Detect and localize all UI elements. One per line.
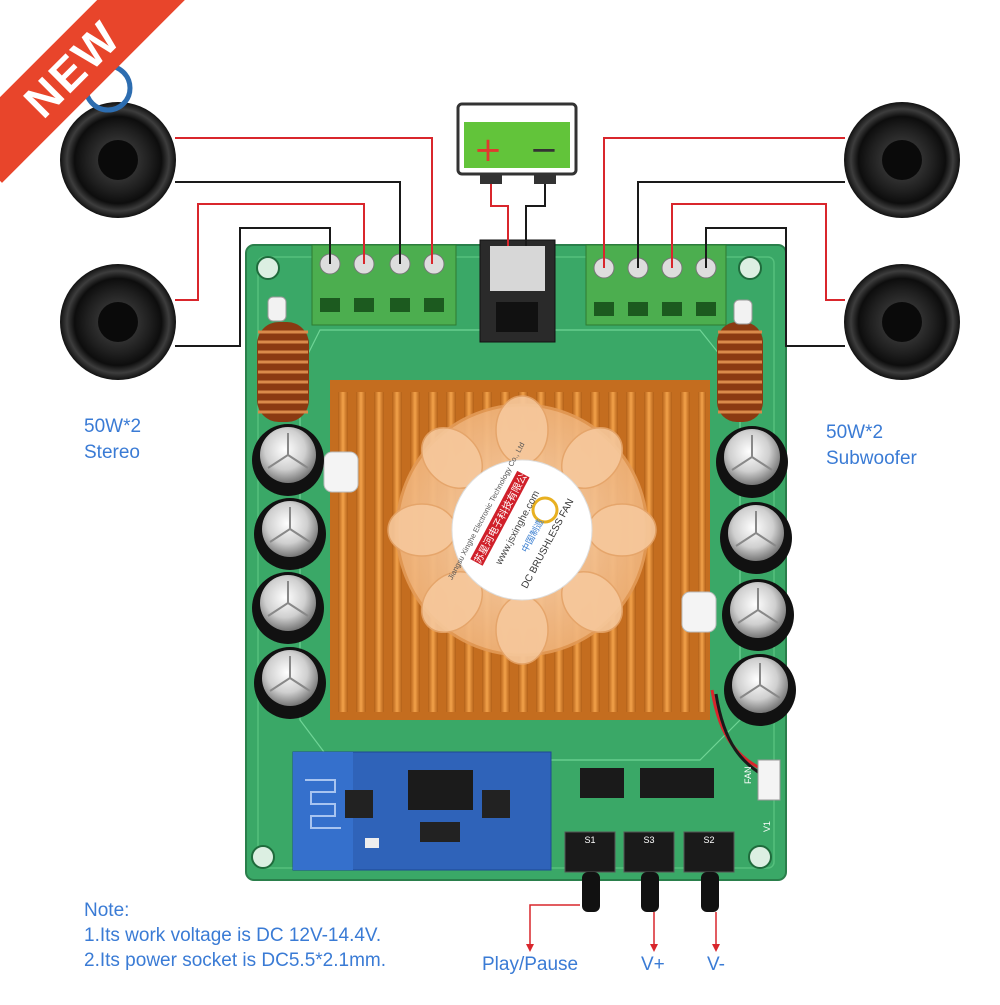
volume-down-label: V- [707, 954, 725, 975]
left-power-text: 50W*2 [84, 416, 142, 437]
fan-sticker [451, 459, 593, 601]
dc-power-socket [479, 239, 556, 343]
note-block: Note: 1.Its work voltage is DC 12V-14.4V… [84, 898, 386, 973]
speaker-wires [175, 137, 845, 347]
note-line-socket: 2.Its power socket is DC5.5*2.1mm. [84, 950, 386, 971]
button-s1-label: S1 [584, 835, 595, 845]
mount-hole [256, 256, 280, 280]
speaker-icon [60, 102, 176, 218]
button-s2-label: S2 [703, 835, 714, 845]
v1-silkscreen: V1 [762, 821, 772, 832]
left-channel-label: 50W*2 Stereo [84, 414, 141, 466]
capacitors-right [716, 426, 796, 726]
mount-hole [748, 845, 772, 869]
play-pause-label: Play/Pause [482, 954, 579, 975]
fan-connector [757, 759, 781, 801]
fan-silkscreen: FAN [743, 766, 753, 784]
button-callouts [529, 904, 717, 948]
left-type-text: Stereo [84, 442, 140, 463]
speaker-icon [60, 264, 176, 380]
cooling-fan: Jiangsu Xinghe Electronic Technology Co.… [387, 395, 657, 665]
right-power-text: 50W*2 [826, 422, 884, 443]
battery-icon: + − [456, 102, 578, 184]
right-channel-label: 50W*2 Subwoofer [826, 420, 917, 472]
button-s3[interactable]: S3 [623, 831, 675, 912]
led-left [267, 296, 287, 322]
note-line-voltage: 1.Its work voltage is DC 12V-14.4V. [84, 925, 382, 946]
led-right [733, 299, 753, 325]
note-title: Note: [84, 900, 130, 921]
ic-chip [580, 768, 624, 798]
mount-hole [738, 256, 762, 280]
ic-chip [640, 768, 714, 798]
speaker-icon [844, 264, 960, 380]
mount-hole [251, 845, 275, 869]
terminal-block-left [311, 244, 457, 326]
battery-minus-label: − [530, 130, 559, 170]
capacitors-left [252, 424, 326, 719]
volume-up-label: V+ [641, 954, 665, 975]
speaker-icon [844, 102, 960, 218]
inductor-left [257, 322, 309, 422]
button-s3-label: S3 [643, 835, 654, 845]
battery-plus-label: + [474, 130, 503, 170]
thermal-spacer [323, 451, 359, 493]
button-s1[interactable]: S1 [564, 831, 616, 912]
terminal-block-right [585, 244, 727, 326]
bluetooth-module [292, 751, 552, 871]
fan-logo-icon [531, 496, 559, 524]
antenna-icon [305, 779, 341, 829]
button-s2[interactable]: S2 [683, 831, 735, 912]
inductor-right [717, 322, 763, 422]
right-type-text: Subwoofer [826, 448, 917, 469]
thermal-spacer [681, 591, 717, 633]
